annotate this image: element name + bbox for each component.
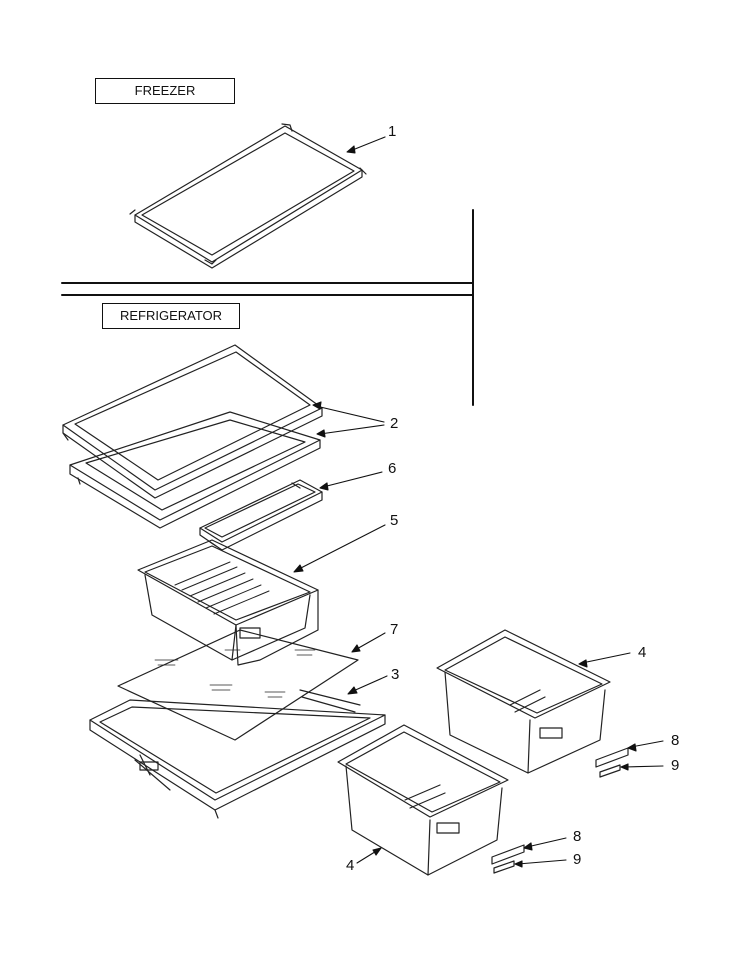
crisper-bin-upper xyxy=(436,629,611,774)
callout-8-upper: 8 xyxy=(671,732,680,749)
callout-4-upper: 4 xyxy=(638,644,647,661)
glass-shelf-upper xyxy=(62,344,323,499)
callout-1: 1 xyxy=(388,123,397,140)
refrigerator-section-label: REFRIGERATOR xyxy=(102,303,240,329)
crisper-frame xyxy=(89,689,386,819)
glass-shelf-lower xyxy=(69,411,321,529)
callout-4-lower: 4 xyxy=(346,857,355,874)
bin-clip-upper xyxy=(595,747,629,778)
callout-9-lower: 9 xyxy=(573,851,582,868)
leader-lines xyxy=(293,136,664,868)
callout-5: 5 xyxy=(390,512,399,529)
callout-8-lower: 8 xyxy=(573,828,582,845)
small-crisper-drawer xyxy=(137,539,319,666)
callout-9-upper: 9 xyxy=(671,757,680,774)
callout-7: 7 xyxy=(390,621,399,638)
callout-2: 2 xyxy=(390,415,399,432)
freezer-shelf-part xyxy=(129,123,367,269)
callout-6: 6 xyxy=(388,460,397,477)
crisper-bin-lower xyxy=(337,724,509,876)
crisper-glass-cover xyxy=(117,629,359,741)
section-dividers xyxy=(61,209,474,406)
callout-3: 3 xyxy=(391,666,400,683)
crisper-cover-frame xyxy=(199,479,323,551)
freezer-section-label: FREEZER xyxy=(95,78,235,104)
bin-clip-lower xyxy=(491,844,525,874)
